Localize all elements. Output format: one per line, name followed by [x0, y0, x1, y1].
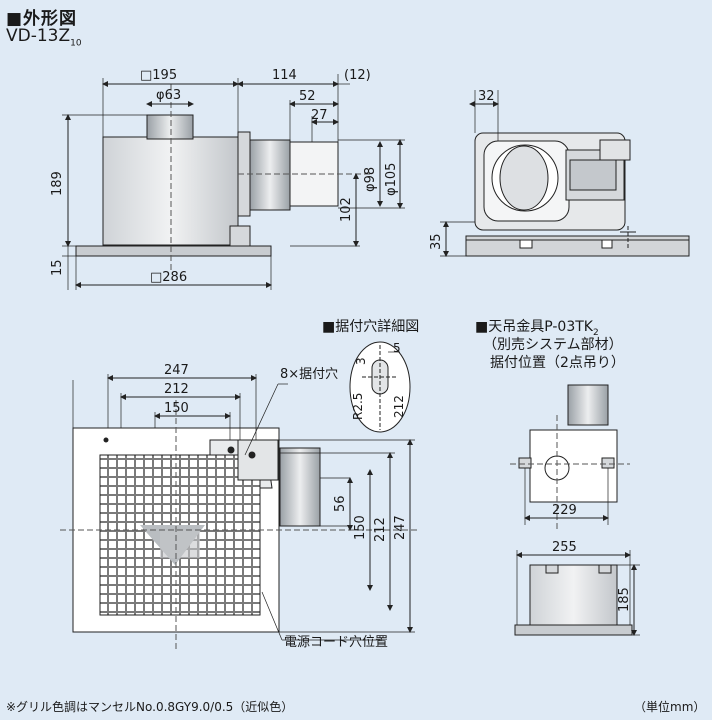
front-dim-105: φ105 — [384, 163, 399, 196]
front-dim-98: φ98 — [363, 167, 378, 192]
hanger-section-note: （別売システム部材） — [483, 337, 623, 353]
plan-dim-247: 247 — [164, 363, 189, 378]
model-suffix: 10 — [70, 38, 82, 49]
hanger-top-view — [510, 384, 630, 530]
plan-dim-56: 56 — [333, 495, 348, 512]
base-plate — [75, 245, 272, 257]
plan-dim-150-v: 150 — [353, 515, 368, 540]
top-spigot — [146, 114, 194, 140]
front-dim-286: □286 — [150, 270, 187, 285]
plan-dim-212-v: 212 — [373, 517, 388, 542]
model-name: VD-13Z — [6, 26, 71, 46]
front-dim-102: 102 — [339, 197, 354, 222]
hanger-front-view — [514, 550, 640, 636]
plan-dim-247-v: 247 — [393, 515, 408, 540]
cord-position-label: 電源コード穴位置 — [284, 635, 388, 650]
hanger-dim-255: 255 — [552, 540, 577, 555]
hole-dim-r25: R2.5 — [351, 393, 365, 420]
hole-dim-5: 5 — [393, 341, 401, 355]
duct-adapter — [249, 139, 291, 211]
hanger-label-text: ■天吊金具P-03TK — [475, 319, 593, 335]
hole-detail — [349, 341, 411, 433]
front-dim-15: 15 — [50, 259, 65, 276]
front-view — [62, 74, 405, 290]
page-title: ■外形図 — [6, 9, 78, 29]
grille-color-note: ※グリル色調はマンセルNo.0.8GY9.0/0.5（近似色） — [6, 700, 294, 714]
front-dim-63: φ63 — [156, 88, 181, 103]
side-dim-35: 35 — [429, 233, 444, 250]
front-dim-195: □195 — [140, 68, 177, 83]
hanger-dim-185: 185 — [617, 587, 632, 612]
hanger-section-label: ■天吊金具P-03TK2 — [475, 316, 599, 338]
side-dim-32: 32 — [478, 89, 495, 104]
hanger-dim-229: 229 — [552, 503, 577, 518]
detail-section-label: ■据付穴詳細図 — [322, 319, 420, 335]
unit-note: （単位mm） — [634, 700, 706, 714]
hanger-section-position: 据付位置（2点吊り） — [490, 355, 625, 371]
hole-dim-212: 212 — [392, 395, 406, 418]
front-dim-114: 114 — [272, 68, 297, 83]
side-view — [440, 90, 690, 257]
cord-box — [229, 225, 251, 247]
front-dim-52: 52 — [299, 89, 316, 104]
plan-holes-label: 8×据付穴 — [280, 367, 338, 382]
front-dim-189: 189 — [50, 171, 65, 196]
front-dim-27: 27 — [311, 108, 328, 123]
hanger-label-suffix: 2 — [592, 327, 599, 338]
model-number: VD-13Z10 — [6, 26, 82, 48]
front-dim-12: (12) — [344, 68, 371, 83]
plan-view — [60, 374, 420, 650]
plan-dim-150: 150 — [164, 401, 189, 416]
plan-dim-212: 212 — [164, 382, 189, 397]
hole-dim-3: 3 — [354, 357, 368, 365]
